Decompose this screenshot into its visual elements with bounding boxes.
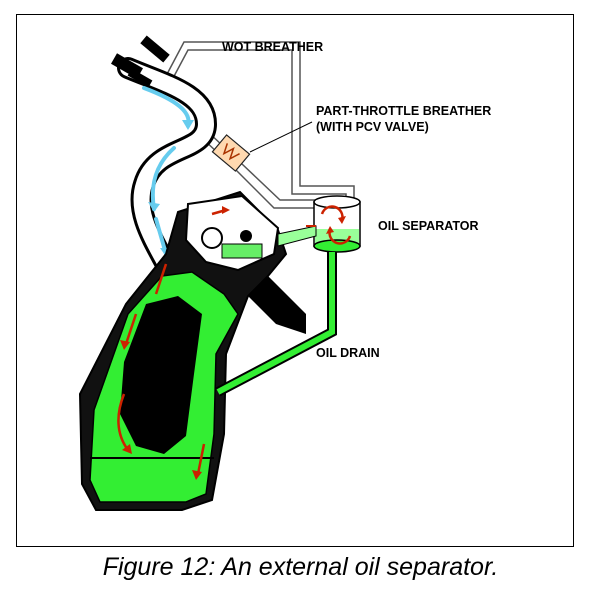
cam-circle [201,227,223,249]
oil-drain-label: OIL DRAIN [316,346,380,360]
part-throttle-label: PART-THROTTLE BREATHER [316,104,492,118]
figure-caption: Figure 12: An external oil separator. [102,553,499,581]
throttle-body [111,35,170,88]
pcv-valve-label: (WITH PCV VALVE) [316,120,429,134]
oil-separator-label: OIL SEPARATOR [378,219,479,233]
pcv-valve [211,134,251,172]
piston-rod [120,296,202,454]
oil-separator-canister [313,195,361,253]
pcv-pointer-line [249,121,313,153]
engine-diagram [78,35,361,511]
wot-breather-label: WOT BREATHER [222,40,324,54]
separator-inlet-pipe [277,225,317,247]
part-throttle-line [201,129,317,209]
